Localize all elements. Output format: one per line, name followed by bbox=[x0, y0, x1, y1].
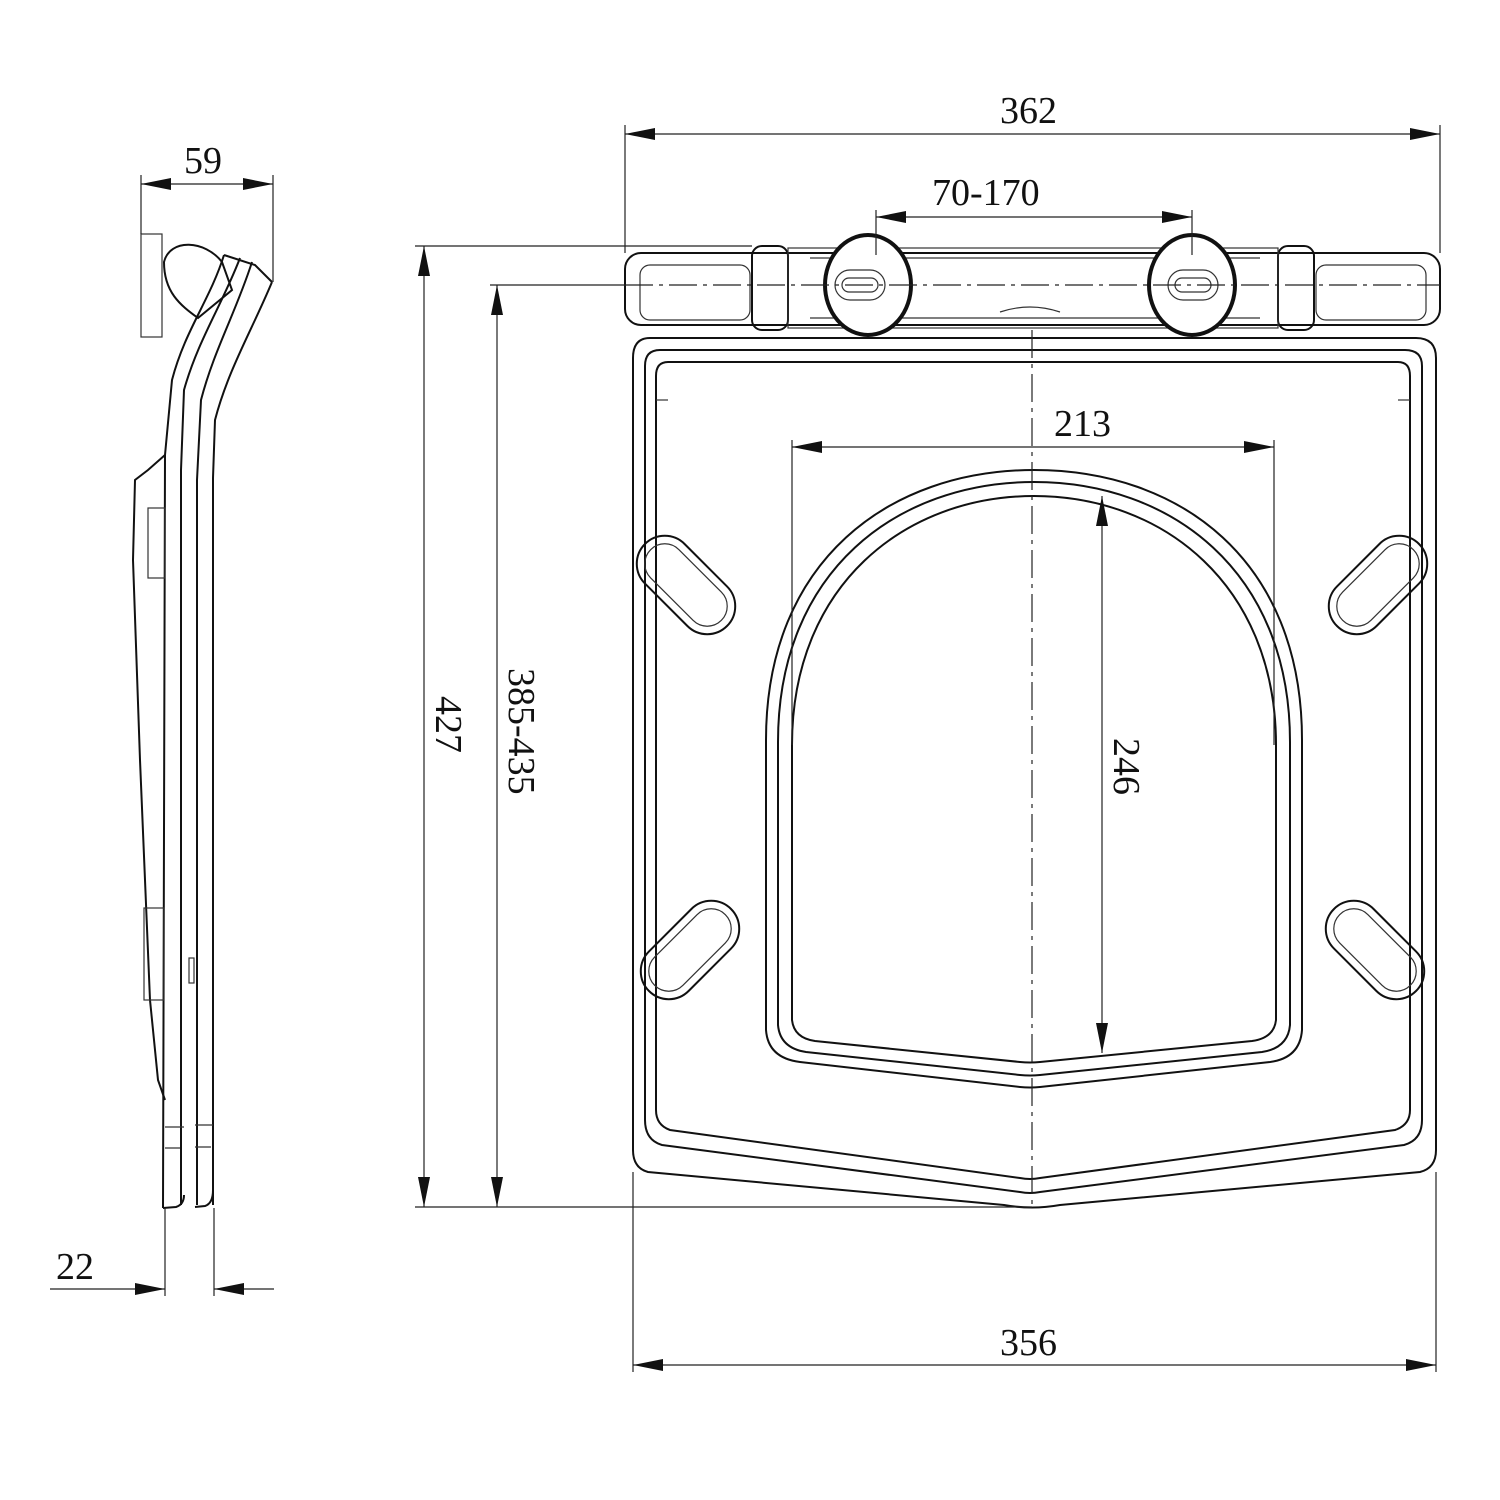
seat-profile-outer bbox=[212, 281, 273, 1205]
buffer-bottom-left bbox=[639, 899, 741, 1001]
dim-label-side-depth: 59 bbox=[184, 140, 222, 182]
hinge-plate bbox=[140, 233, 163, 338]
top-view bbox=[415, 125, 1441, 1372]
buffer-bottom bbox=[143, 907, 165, 1001]
side-view bbox=[50, 175, 274, 1296]
buffer-top-right bbox=[1327, 534, 1429, 636]
dim-label-opening-width: 213 bbox=[1054, 403, 1111, 445]
dim-label-opening-length: 246 bbox=[1105, 738, 1147, 795]
seat-profile-inner bbox=[162, 254, 225, 1209]
dim-label-overall-length: 427 bbox=[427, 696, 469, 753]
dim-label-hinge-spacing: 70-170 bbox=[932, 172, 1040, 214]
dim-label-overall-width: 362 bbox=[1000, 90, 1057, 132]
seat-outline bbox=[632, 337, 1437, 1209]
seat-opening bbox=[765, 468, 1303, 1089]
buffer-top bbox=[147, 507, 166, 579]
hinge-ball-icon bbox=[162, 243, 234, 320]
buffer-bottom-right bbox=[1324, 899, 1426, 1001]
dim-label-base-width: 356 bbox=[1000, 1322, 1057, 1364]
hinge-bar bbox=[624, 245, 1441, 331]
buffer-top-left bbox=[635, 534, 737, 636]
buffer-profile bbox=[131, 454, 166, 1101]
dim-label-fixing-to-front: 385-435 bbox=[500, 668, 542, 795]
dim-label-side-thickness: 22 bbox=[56, 1246, 94, 1288]
